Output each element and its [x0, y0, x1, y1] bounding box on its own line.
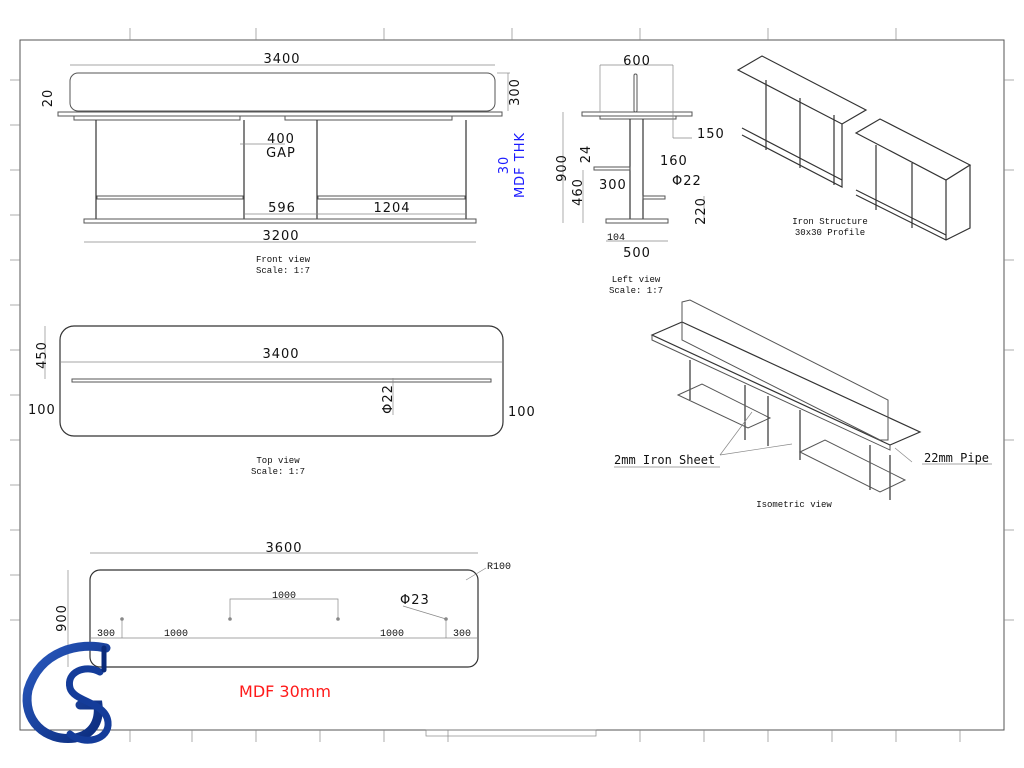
top-view-scale: Scale: 1:7: [251, 467, 305, 477]
isometric-view-title: Isometric view: [756, 500, 832, 510]
dim-300-right: 300: [453, 629, 471, 640]
dim-300-left: 300: [97, 629, 115, 640]
dim-900-base: 900: [55, 604, 70, 632]
dim-450: 450: [35, 341, 50, 369]
dim-150: 150: [697, 127, 725, 142]
dim-596: 596: [268, 201, 296, 216]
front-panel: [69, 72, 496, 112]
logo-letter-s: [66, 665, 112, 744]
dim-300: 300: [508, 78, 523, 106]
drawing-frame: [19, 39, 1005, 731]
radius-r100: R100: [487, 562, 511, 573]
iron-structure-profile: 30x30 Profile: [795, 228, 865, 238]
iron-structure-title: Iron Structure: [792, 217, 868, 227]
dim-100-left: 100: [28, 403, 56, 418]
dim-20: 20: [41, 89, 56, 108]
iron-sheet-label: 2mm Iron Sheet: [614, 453, 715, 467]
pipe-diameter-top: Φ22: [381, 384, 396, 414]
hole-diameter: Φ23: [400, 593, 430, 608]
dim-3400: 3400: [263, 52, 300, 67]
left-view-title: Left view: [612, 275, 661, 285]
dim-160: 160: [660, 154, 688, 169]
top-view-title: Top view: [256, 456, 300, 466]
dim-3600: 3600: [265, 541, 302, 556]
pipe-label: 22mm Pipe: [924, 451, 989, 465]
dim-500: 500: [623, 246, 651, 261]
gap-label: GAP: [266, 146, 296, 161]
dim-220: 220: [694, 197, 709, 225]
left-view-scale: Scale: 1:7: [609, 286, 663, 296]
dim-1000-top: 1000: [272, 591, 296, 602]
dim-3200: 3200: [262, 229, 299, 244]
front-view-scale: Scale: 1:7: [256, 266, 310, 276]
logo-letter-g: [22, 641, 111, 743]
base-plate-view: 3600 R100 900 1000 Φ23 300 1000 1000 300…: [55, 541, 511, 701]
dim-3400-top: 3400: [262, 347, 299, 362]
material-label: MDF 30mm: [239, 682, 331, 701]
dim-104: 104: [607, 233, 625, 244]
dim-300-left-view: 300: [599, 178, 627, 193]
dim-1000-left: 1000: [164, 629, 188, 640]
dim-24: 24: [579, 145, 594, 164]
dim-1204: 1204: [373, 201, 410, 216]
pipe-diameter: Φ22: [672, 174, 702, 189]
mdf-thk-label: MDF THK: [513, 132, 528, 198]
left-view: 600 150 900 24 160 460 300 Φ22 220 104 5…: [555, 54, 725, 296]
company-logo: [22, 641, 112, 744]
dim-400: 400: [267, 132, 295, 147]
dim-900: 900: [555, 154, 570, 182]
dim-100-right: 100: [508, 405, 536, 420]
front-view-title: Front view: [256, 255, 311, 265]
isometric-view: [614, 299, 992, 500]
mdf-thk-value: 30: [497, 156, 512, 175]
counter-top: [57, 111, 503, 117]
iron-structure-view: [736, 55, 972, 241]
dim-600: 600: [623, 54, 651, 69]
dim-460: 460: [571, 178, 586, 206]
dim-1000-right: 1000: [380, 629, 404, 640]
front-view: 3400 20 300 400 GAP 596 1204 3200 30 MDF…: [41, 52, 528, 276]
frame-ticks: [10, 28, 1014, 742]
top-view: 3400 450 100 100 Φ22 Top view Scale: 1:7: [28, 325, 536, 477]
